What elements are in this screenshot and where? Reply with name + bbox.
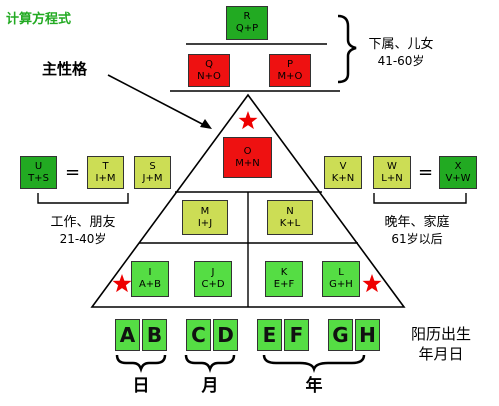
box-N-key: N xyxy=(286,205,294,217)
subordinates-label: 下属、儿女 xyxy=(368,37,434,52)
year-brace xyxy=(262,354,366,373)
late-bracket xyxy=(373,193,467,204)
subordinates-brace xyxy=(337,14,357,84)
box-O-key: O xyxy=(243,145,252,157)
digit-C: C xyxy=(186,319,211,351)
equals-right: = xyxy=(418,162,434,183)
star-left xyxy=(112,274,132,293)
box-I-key: I xyxy=(148,267,152,278)
main-character-arrow xyxy=(107,74,207,127)
month-brace xyxy=(184,354,236,373)
box-O: O M+N xyxy=(223,137,272,178)
box-J-formula: C+D xyxy=(201,279,225,290)
page-title: 计算方程式 xyxy=(6,12,72,27)
box-Q-key: Q xyxy=(205,58,213,70)
box-K: K E+F xyxy=(265,261,303,297)
box-X: X V+W xyxy=(439,156,477,189)
box-L: L G+H xyxy=(322,261,360,297)
box-T-formula: I+M xyxy=(95,172,116,184)
box-Q-formula: N+O xyxy=(197,70,221,82)
box-P: P M+O xyxy=(269,54,311,87)
box-T: T I+M xyxy=(87,156,124,189)
late-age: 61岁以后 xyxy=(391,232,443,246)
box-N: N K+L xyxy=(267,200,313,235)
box-U-key: U xyxy=(34,160,43,172)
box-V: V K+N xyxy=(324,156,362,189)
box-X-formula: V+W xyxy=(445,172,471,184)
box-S-key: S xyxy=(149,160,156,172)
month-label: 月 xyxy=(201,376,219,396)
digit-H: H xyxy=(355,319,380,351)
box-I-formula: A+B xyxy=(138,279,162,290)
box-R-formula: Q+P xyxy=(235,23,259,34)
birth-label-sub: 年月日 xyxy=(418,345,464,363)
box-V-formula: K+N xyxy=(331,172,355,184)
box-N-formula: K+L xyxy=(279,217,301,229)
box-W-key: W xyxy=(387,160,397,172)
box-J-key: J xyxy=(211,267,215,278)
box-Q: Q N+O xyxy=(188,54,230,87)
box-O-formula: M+N xyxy=(235,157,260,169)
box-U-formula: T+S xyxy=(28,172,49,184)
year-label: 年 xyxy=(305,376,323,396)
digit-F: F xyxy=(284,319,309,351)
digit-G: G xyxy=(328,319,353,351)
work-age: 21-40岁 xyxy=(59,232,107,246)
birth-label: 阳历出生 xyxy=(410,325,471,343)
equals-left: = xyxy=(65,162,81,183)
box-M: M I+J xyxy=(182,200,228,235)
box-M-formula: I+J xyxy=(197,217,213,229)
box-I: I A+B xyxy=(131,261,169,297)
digit-B: B xyxy=(142,319,167,351)
box-K-formula: E+F xyxy=(273,279,295,290)
box-P-key: P xyxy=(286,58,294,70)
box-W: W L+N xyxy=(373,156,411,189)
star-top xyxy=(238,111,258,130)
box-S: S J+M xyxy=(134,156,171,189)
star-right xyxy=(362,274,382,293)
box-K-key: K xyxy=(280,267,288,278)
box-X-key: X xyxy=(454,160,462,172)
box-R: R Q+P xyxy=(226,6,268,40)
box-P-formula: M+O xyxy=(277,70,303,82)
box-T-key: T xyxy=(102,160,109,172)
box-W-formula: L+N xyxy=(381,172,403,184)
digit-A: A xyxy=(115,319,140,351)
day-label: 日 xyxy=(132,376,150,396)
day-brace xyxy=(115,354,167,373)
box-L-key: L xyxy=(338,267,344,278)
work-label: 工作、朋友 xyxy=(50,215,116,230)
box-R-key: R xyxy=(243,11,251,22)
arrow-head xyxy=(200,119,212,129)
late-label: 晚年、家庭 xyxy=(384,215,450,230)
box-S-formula: J+M xyxy=(142,172,163,184)
box-M-key: M xyxy=(200,205,210,217)
box-J: J C+D xyxy=(194,261,232,297)
box-U: U T+S xyxy=(20,156,57,189)
box-L-formula: G+H xyxy=(329,279,353,290)
digit-E: E xyxy=(257,319,282,351)
digit-D: D xyxy=(213,319,238,351)
subordinates-age: 41-60岁 xyxy=(377,54,425,68)
work-bracket xyxy=(37,193,129,204)
box-V-key: V xyxy=(339,160,347,172)
main-character-label: 主性格 xyxy=(42,60,88,78)
